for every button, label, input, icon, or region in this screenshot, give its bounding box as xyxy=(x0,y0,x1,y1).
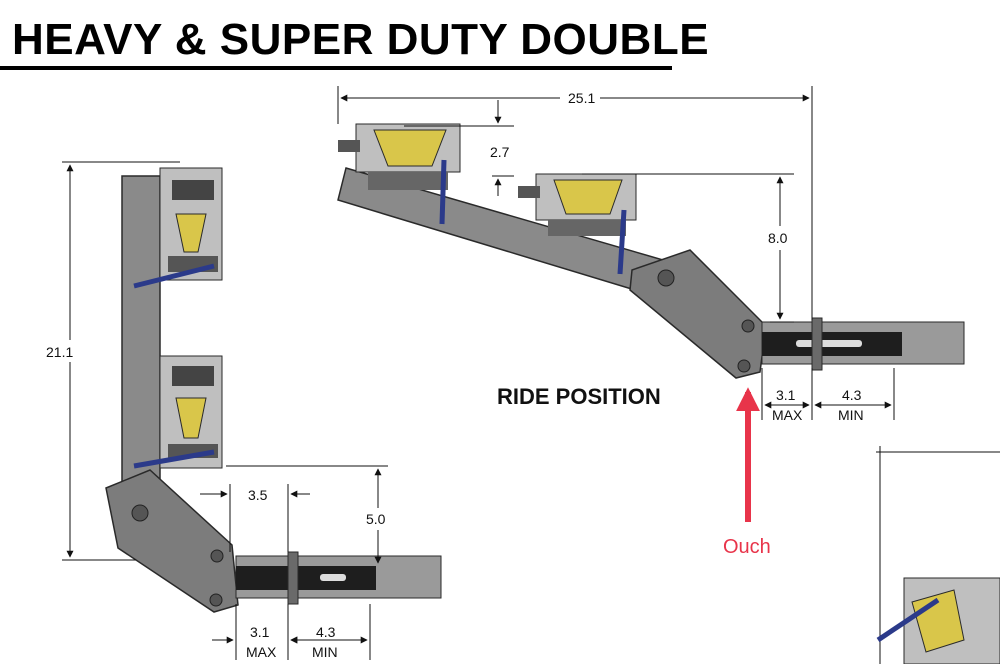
dim-25-1: 25.1 xyxy=(568,90,595,106)
ride-assembly xyxy=(337,123,965,379)
ride-pin-slot xyxy=(796,340,862,347)
dimension-overall-length: 25.1 xyxy=(337,86,813,320)
vertical-post xyxy=(121,175,161,507)
ride-tube-collar xyxy=(811,317,823,371)
dim-ride-min-label: MIN xyxy=(838,407,864,423)
ride-plate-bolt xyxy=(737,359,751,373)
ride-roller-carrier-2 xyxy=(518,173,637,275)
dim-stow-min-value: 4.3 xyxy=(316,624,336,640)
upper-roller-carrier xyxy=(133,167,223,289)
pin-slot xyxy=(320,574,346,581)
ride-pivot-bolt xyxy=(657,269,675,287)
page-title: HEAVY & SUPER DUTY DOUBLE xyxy=(12,15,710,64)
ride-pivot-plate xyxy=(629,249,767,379)
dim-21-1: 21.1 xyxy=(46,344,73,360)
dim-stow-max-label: MAX xyxy=(246,644,277,660)
dim-5-0: 5.0 xyxy=(366,511,386,527)
dimension-vertical-drop: 5.0 xyxy=(226,465,388,564)
dimension-vertical-offset: 3.5 xyxy=(200,484,310,552)
ride-roller-carrier-1 xyxy=(338,123,461,225)
pivot-bolt xyxy=(131,504,149,522)
dim-ride-max-value: 3.1 xyxy=(776,387,796,403)
ride-plate-bolt xyxy=(741,319,755,333)
dimension-ride-max-min: 3.1 MAX 4.3 MIN xyxy=(761,368,895,423)
stowed-assembly xyxy=(105,167,442,613)
dimension-roller-height: 8.0 xyxy=(582,173,794,323)
dim-ride-max-label: MAX xyxy=(772,407,803,423)
ride-position-label: RIDE POSITION xyxy=(497,384,661,409)
dim-8-0: 8.0 xyxy=(768,230,788,246)
dim-stow-max-value: 3.1 xyxy=(250,624,270,640)
plate-bolt xyxy=(209,593,223,607)
title-underline xyxy=(0,66,672,70)
ouch-label: Ouch xyxy=(723,536,771,558)
dimension-stow-max-min: 3.1 MAX 4.3 MIN xyxy=(212,604,371,660)
pivot-plate xyxy=(105,469,239,613)
ouch-annotation: Ouch xyxy=(723,387,771,558)
tube-collar xyxy=(287,551,299,605)
dim-ride-min-value: 4.3 xyxy=(842,387,862,403)
receiver-tube xyxy=(236,566,376,590)
dimension-top-offset: 2.7 xyxy=(404,100,514,196)
plate-bolt xyxy=(210,549,224,563)
dim-3-5: 3.5 xyxy=(248,487,268,503)
partial-third-assembly xyxy=(876,446,1000,664)
dim-stow-min-label: MIN xyxy=(312,644,338,660)
dimension-vertical-height: 21.1 xyxy=(46,161,180,561)
dim-2-7: 2.7 xyxy=(490,144,510,160)
lower-roller-carrier xyxy=(133,355,223,469)
